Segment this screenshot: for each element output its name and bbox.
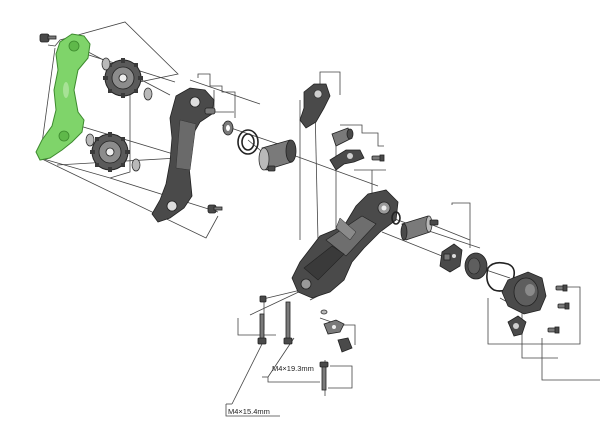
- small-screw[interactable]: [371, 154, 385, 162]
- cage-bolt-top[interactable]: [39, 33, 57, 43]
- pivot-bolt-long[interactable]: [283, 301, 293, 345]
- stopper-pin[interactable]: [337, 337, 353, 353]
- spring-cylinder[interactable]: [258, 139, 297, 172]
- pivot-bolt-short[interactable]: [257, 313, 267, 345]
- derailleur-main-body[interactable]: [291, 189, 399, 299]
- plate-spacer[interactable]: [204, 107, 216, 115]
- tension-arm[interactable]: [329, 149, 365, 171]
- housing-screw-mid[interactable]: [557, 302, 570, 310]
- plate-washer[interactable]: [222, 120, 234, 136]
- housing-screw-bottom[interactable]: [547, 326, 560, 334]
- washer-small[interactable]: [320, 309, 328, 315]
- housing-screw-top[interactable]: [555, 284, 568, 292]
- pulley-washer-bottom[interactable]: [85, 133, 141, 172]
- adjuster-barrel[interactable]: [331, 127, 354, 147]
- clutch-mechanism[interactable]: [439, 243, 463, 273]
- bolt-dimension-label-long: M4×19.3mm: [272, 364, 314, 373]
- small-pin[interactable]: [259, 295, 267, 303]
- pulley-washer-top[interactable]: [101, 57, 153, 101]
- clutch-housing[interactable]: [501, 271, 547, 315]
- stopper-plate[interactable]: [323, 319, 345, 335]
- body-ring-washer[interactable]: [391, 211, 401, 225]
- guide-pulley[interactable]: [103, 58, 143, 98]
- cage-spring-ring[interactable]: [237, 129, 259, 155]
- adjuster-lever[interactable]: [299, 83, 331, 129]
- cage-bolt-bottom[interactable]: [207, 204, 223, 214]
- inner-cage-plate[interactable]: [35, 33, 91, 161]
- outer-cage-plate[interactable]: [151, 87, 215, 223]
- clutch-lever[interactable]: [507, 315, 527, 337]
- clutch-cover-cap[interactable]: [464, 252, 488, 280]
- b-tension-screw[interactable]: [319, 361, 329, 391]
- tension-pulley[interactable]: [90, 132, 130, 172]
- bolt-dimension-label-short: M4×15.4mm: [228, 407, 270, 416]
- pivot-axle[interactable]: [400, 215, 439, 241]
